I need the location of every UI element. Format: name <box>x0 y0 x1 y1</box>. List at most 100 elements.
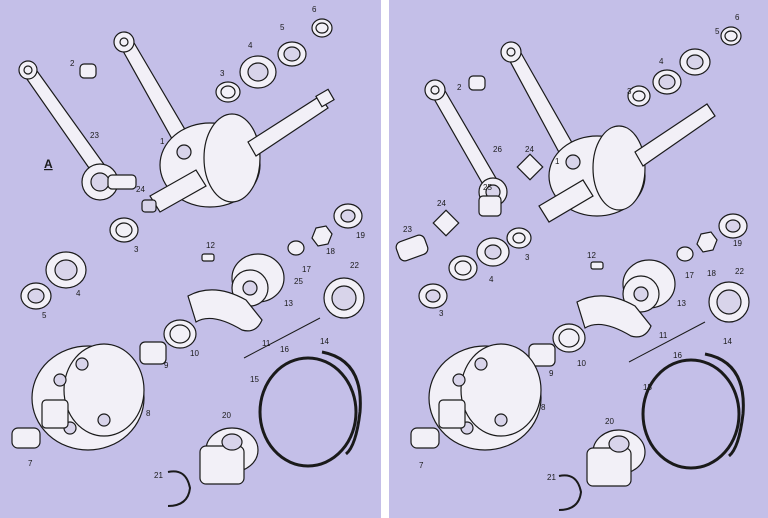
label-16: 16 <box>673 351 682 360</box>
label-24: 24 <box>136 185 145 194</box>
clutch-drum-8 <box>428 343 542 451</box>
oil-seal-5-lower <box>418 283 448 309</box>
label-3-top: 3 <box>220 69 225 78</box>
circlip-21 <box>558 474 583 511</box>
label-15: 15 <box>250 375 259 384</box>
label-20: 20 <box>605 417 614 426</box>
label-19: 19 <box>733 239 742 248</box>
oil-seal-left <box>20 282 52 310</box>
label-4-lower: 4 <box>489 275 494 284</box>
circlip-21 <box>167 470 192 507</box>
label-8: 8 <box>146 409 151 418</box>
dimension-line <box>243 317 321 359</box>
label-3-lower: 3 <box>134 245 139 254</box>
label-2: 2 <box>457 83 462 92</box>
clutch-shoes-11 <box>576 295 652 338</box>
dimension-line <box>628 321 706 363</box>
label-5-top: 5 <box>280 23 285 32</box>
crankpin-23 <box>395 234 429 262</box>
needle-cage-25 <box>478 195 502 217</box>
tab-washer-22 <box>708 281 750 323</box>
needle-bearing-9 <box>528 343 556 367</box>
label-22: 22 <box>350 261 359 270</box>
clutch-shoes <box>187 289 263 332</box>
label-24-top: 24 <box>525 145 534 154</box>
label-5-left: 5 <box>42 311 47 320</box>
needle-bearing <box>139 341 167 365</box>
label-19: 19 <box>356 231 365 240</box>
bush-7 <box>11 427 41 449</box>
label-17: 17 <box>302 265 311 274</box>
diagram-right-svg: 2 26 24 25 24 23 1 3 4 5 6 3 4 3 12 13 1… <box>395 13 750 511</box>
label-10: 10 <box>577 359 586 368</box>
label-7: 7 <box>28 459 33 468</box>
label-13: 13 <box>284 299 293 308</box>
label-24-lower: 24 <box>437 199 446 208</box>
label-18: 18 <box>707 269 716 278</box>
label-26: 26 <box>493 145 502 154</box>
gear-20 <box>586 429 646 487</box>
label-6: 6 <box>735 13 740 22</box>
label-11: 11 <box>659 331 668 340</box>
label-5: 5 <box>715 27 720 36</box>
label-4-top: 4 <box>659 57 664 66</box>
label-23: 23 <box>403 225 412 234</box>
label-25: 25 <box>294 277 303 286</box>
ball-bearing-4-top <box>652 69 682 95</box>
connecting-rod-large-right <box>500 41 576 157</box>
bush-2 <box>468 75 486 91</box>
exploded-diagram-right: 2 26 24 25 24 23 1 3 4 5 6 3 4 3 12 13 1… <box>389 0 768 518</box>
label-21: 21 <box>547 473 556 482</box>
label-25: 25 <box>483 183 492 192</box>
label-9: 9 <box>549 369 554 378</box>
label-12: 12 <box>587 251 596 260</box>
label-16: 16 <box>280 345 289 354</box>
label-8: 8 <box>541 403 546 412</box>
clutch-drum <box>31 343 145 451</box>
thrust-washer-24 <box>516 153 544 181</box>
label-17: 17 <box>685 271 694 280</box>
label-3-mid: 3 <box>525 253 530 262</box>
pin-part <box>201 253 215 262</box>
label-13: 13 <box>677 299 686 308</box>
connecting-rod-large <box>113 31 191 147</box>
label-7: 7 <box>419 461 424 470</box>
variant-label: A <box>44 157 53 171</box>
ball-bearing-top <box>239 55 277 89</box>
ring-15 <box>258 356 358 468</box>
label-20: 20 <box>222 411 231 420</box>
label-18: 18 <box>326 247 335 256</box>
label-12: 12 <box>206 241 215 250</box>
bush-7 <box>410 427 440 449</box>
ball-bearing-left <box>45 251 87 289</box>
crankshaft <box>141 88 335 213</box>
gear-20 <box>199 427 259 485</box>
label-11: 11 <box>262 339 271 348</box>
thrust-washer-24-lower <box>432 209 460 237</box>
spring-14 <box>321 350 362 456</box>
diagram-left-svg: 2 23 A 1 24 3 4 5 6 3 4 5 12 13 17 25 18… <box>11 5 365 507</box>
nut-18 <box>311 225 333 247</box>
ball-bearing-19 <box>718 213 748 239</box>
label-6: 6 <box>312 5 317 14</box>
spring-14 <box>704 352 745 458</box>
pin-12 <box>590 261 604 270</box>
ring-15 <box>641 358 741 470</box>
oil-seal-5-top <box>679 48 711 76</box>
label-2: 2 <box>70 59 75 68</box>
nut-18 <box>696 231 718 253</box>
bush-part <box>79 63 97 79</box>
label-14: 14 <box>723 337 732 346</box>
connecting-rod-small <box>18 60 137 201</box>
tab-washer-22 <box>323 277 365 319</box>
label-1: 1 <box>160 137 165 146</box>
crankshaft-right <box>538 103 716 223</box>
label-15: 15 <box>643 383 652 392</box>
label-4-top: 4 <box>248 41 253 50</box>
drive-hub-13 <box>622 259 676 313</box>
label-22: 22 <box>735 267 744 276</box>
label-14: 14 <box>320 337 329 346</box>
label-3-top: 3 <box>627 87 632 96</box>
label-21: 21 <box>154 471 163 480</box>
exploded-diagram-left: 2 23 A 1 24 3 4 5 6 3 4 5 12 13 17 25 18… <box>0 0 381 518</box>
